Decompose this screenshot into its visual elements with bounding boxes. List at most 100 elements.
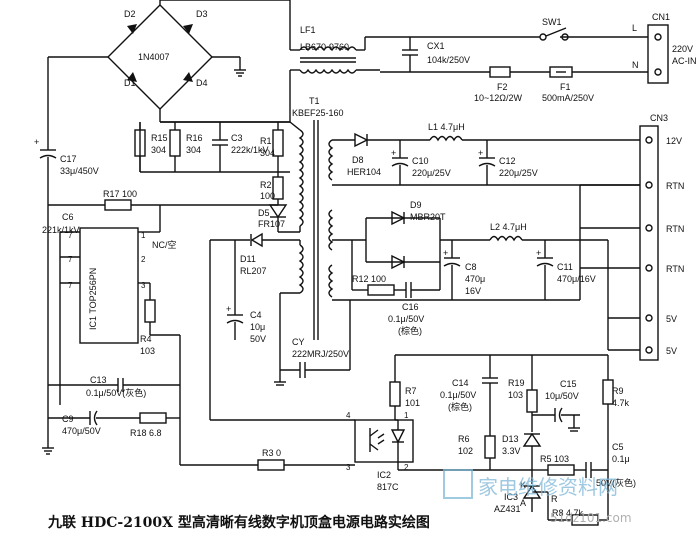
r3-label: R3 0 <box>262 448 281 458</box>
ac-input-section: SW1 CX1 104k/250V F2 10~12Ω/2W F1 500mA/… <box>365 12 697 103</box>
aux-winding: + C4 10μ 50V D11 RL207 CY 222MRJ/250V <box>209 232 355 421</box>
r18-label: R18 6.8 <box>130 428 162 438</box>
r12-label: R12 100 <box>352 274 386 284</box>
f1-label: F1 <box>560 82 571 92</box>
cn3-connector: CN3 12V RTN RTN RTN 5V 5V <box>639 113 684 361</box>
ic3-part-label: AZ431 <box>494 504 521 514</box>
cy-label: CY <box>292 337 305 347</box>
diagram-title: 九联 HDC-2100X 型高清晰有线数字机顶盒电源电路实绘图 <box>47 514 430 531</box>
l1-label: L1 4.7μH <box>428 122 465 132</box>
ic2-pin2: 2 <box>404 463 409 472</box>
ic1-pin1: 1 <box>141 231 146 240</box>
ic3-a-label: A <box>520 498 526 508</box>
snubber-network: R15 304 R16 304 C3 222k/1kV R1 304 R2 10… <box>134 122 300 233</box>
c16-color: (棕色) <box>398 325 422 336</box>
transformer-t1: T1 KBEF25-160 <box>289 96 344 340</box>
c3-value: 222k/1kV <box>231 145 269 155</box>
cn1-acin-label: AC-IN <box>672 56 697 66</box>
f2-value: 10~12Ω/2W <box>474 93 523 103</box>
c10-plus: + <box>391 148 396 158</box>
cn1-n-label: N <box>632 60 639 70</box>
ic1-pin7c: 7 <box>68 281 73 290</box>
c15-value: 10μ/50V <box>545 391 579 401</box>
out-5v1-label: 5V <box>666 314 677 324</box>
c4-voltage: 50V <box>250 334 266 344</box>
ic1-controller: IC1 TOP256PN 7 7 7 1 2 3 NC/空 R4 103 R17… <box>42 189 278 405</box>
r7-value: 101 <box>405 398 420 408</box>
r17-label: R17 100 <box>103 189 137 199</box>
c3-label: C3 <box>231 133 243 143</box>
d5-label: D5 <box>258 208 270 218</box>
c5-color: 50V(灰色) <box>596 477 636 488</box>
r9-label: R9 <box>612 386 624 396</box>
c11-value: 470μ/16V <box>557 274 596 284</box>
cn1-label: CN1 <box>652 12 670 22</box>
f2-label: F2 <box>497 82 508 92</box>
c11-label: C11 <box>557 262 573 272</box>
c17-value: 33μ/450V <box>60 166 99 176</box>
c17-label: C17 <box>60 154 77 164</box>
d4-label: D4 <box>196 78 208 88</box>
c12-plus: + <box>478 148 483 158</box>
ic2-label: IC2 <box>377 470 391 480</box>
d5-part-label: FR107 <box>258 219 285 229</box>
out-rtn3-label: RTN <box>666 264 684 274</box>
lf1-part-label: LB670-9760 <box>300 42 349 52</box>
r16-value: 304 <box>186 145 201 155</box>
ic2-pin4: 4 <box>346 411 351 420</box>
c14-label: C14 <box>452 378 469 388</box>
c4-label: C4 <box>250 310 262 320</box>
c16-value: 0.1μ/50V <box>388 314 424 324</box>
ic3-label: IC3 <box>504 492 518 502</box>
c9-value: 470μ/50V <box>62 426 101 436</box>
d1-label: D1 <box>124 78 136 88</box>
ic3-k-label: K <box>520 480 526 490</box>
c4-value: 10μ <box>250 322 265 332</box>
out-12v-label: 12V <box>666 136 682 146</box>
f1-value: 500mA/250V <box>542 93 594 103</box>
ic2-pin3: 3 <box>346 463 351 472</box>
c17-plus: + <box>34 137 39 147</box>
ic1-pin7a: 7 <box>68 231 73 240</box>
cn3-label: CN3 <box>650 113 668 123</box>
r4-value: 103 <box>140 346 155 356</box>
d8-label: D8 <box>352 155 364 165</box>
c14-color: (棕色) <box>448 401 472 412</box>
d3-label: D3 <box>196 9 208 19</box>
c9-label: C9 <box>62 414 74 424</box>
c13-label: C13 <box>90 375 107 385</box>
c8-plus: + <box>443 248 448 258</box>
c13-value: 0.1μ/50V(灰色) <box>86 387 146 398</box>
output-12v: D8 HER104 L1 4.7μH + C10 220μ/25V + C12 … <box>332 122 640 186</box>
watermark: 家电维修资料网 51dz101.com <box>443 469 632 525</box>
c8-voltage: 16V <box>465 286 481 296</box>
c6-value: 221k/1kV <box>42 225 80 235</box>
c12-value: 220μ/25V <box>499 168 538 178</box>
feedback-primary: C13 0.1μ/50V(灰色) C9 470μ/50V R18 6.8 R3 … <box>42 335 355 471</box>
c5-label: C5 <box>612 442 624 452</box>
line-filter-lf1: LF1 LB670-9760 <box>290 25 380 74</box>
t1-label: T1 <box>309 96 320 106</box>
c11-plus: + <box>536 248 541 258</box>
d11-label: D11 <box>240 254 256 264</box>
r6-label: R6 <box>458 434 470 444</box>
r6-value: 102 <box>458 446 473 456</box>
r15-value: 304 <box>151 145 166 155</box>
r19-label: R19 <box>508 378 525 388</box>
ic3-r-label: R <box>551 494 558 504</box>
r4-label: R4 <box>140 334 152 344</box>
r7-label: R7 <box>405 386 417 396</box>
r5-label: R5 103 <box>540 454 569 464</box>
c15-label: C15 <box>560 379 577 389</box>
r2-label: R2 <box>260 180 272 190</box>
r1-value: 304 <box>260 148 275 158</box>
lf1-label: LF1 <box>300 25 316 35</box>
ic1-pin2: 2 <box>141 255 146 264</box>
ic1-nc-label: NC/空 <box>152 239 177 250</box>
l2-label: L2 4.7μH <box>490 222 527 232</box>
r2-value: 100 <box>260 191 275 201</box>
r1-label: R1 <box>260 136 272 146</box>
c10-label: C10 <box>412 156 429 166</box>
bridge-part-label: 1N4007 <box>138 52 170 62</box>
